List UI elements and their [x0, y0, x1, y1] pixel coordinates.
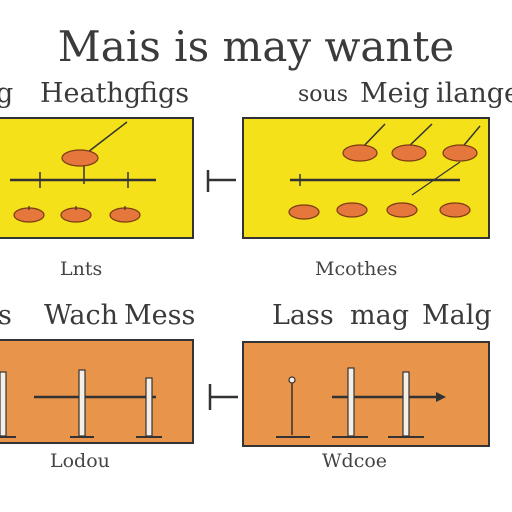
- top-left-caption: Lnts: [60, 258, 103, 280]
- top-left-heading-part-3: figs: [140, 78, 190, 109]
- bottom-right-heading-part-2: mag: [350, 300, 409, 331]
- top-arrow-icon: [206, 170, 236, 192]
- bottom-right-heading-part-3: Malg: [422, 300, 492, 331]
- bottom-right-caption: Wdcoe: [322, 450, 388, 472]
- bottom-right-panel: [242, 341, 490, 447]
- top-left-panel: [0, 117, 194, 239]
- top-right-caption: Mcothes: [315, 258, 398, 280]
- bottom-left-heading-part-2: Wach: [44, 300, 119, 331]
- bottom-arrow-icon: [208, 384, 238, 410]
- bottom-left-heading-part-3: Mess: [124, 300, 196, 331]
- top-right-heading-part-1: sous: [298, 82, 348, 107]
- top-right-panel: [242, 117, 490, 239]
- page-title: Mais is may wante: [57, 22, 455, 71]
- top-left-heading-part-1: g: [0, 78, 14, 109]
- bottom-right-heading-part-1: Lass: [272, 300, 334, 331]
- bottom-left-caption: Lodou: [50, 450, 110, 472]
- top-right-heading-part-3: ilange: [436, 78, 512, 109]
- top-right-heading-part-2: Meig: [360, 78, 430, 109]
- bottom-left-heading-part-1: s: [0, 300, 12, 331]
- bottom-left-panel: [0, 339, 194, 444]
- top-left-heading-part-2: Heathg: [40, 78, 142, 109]
